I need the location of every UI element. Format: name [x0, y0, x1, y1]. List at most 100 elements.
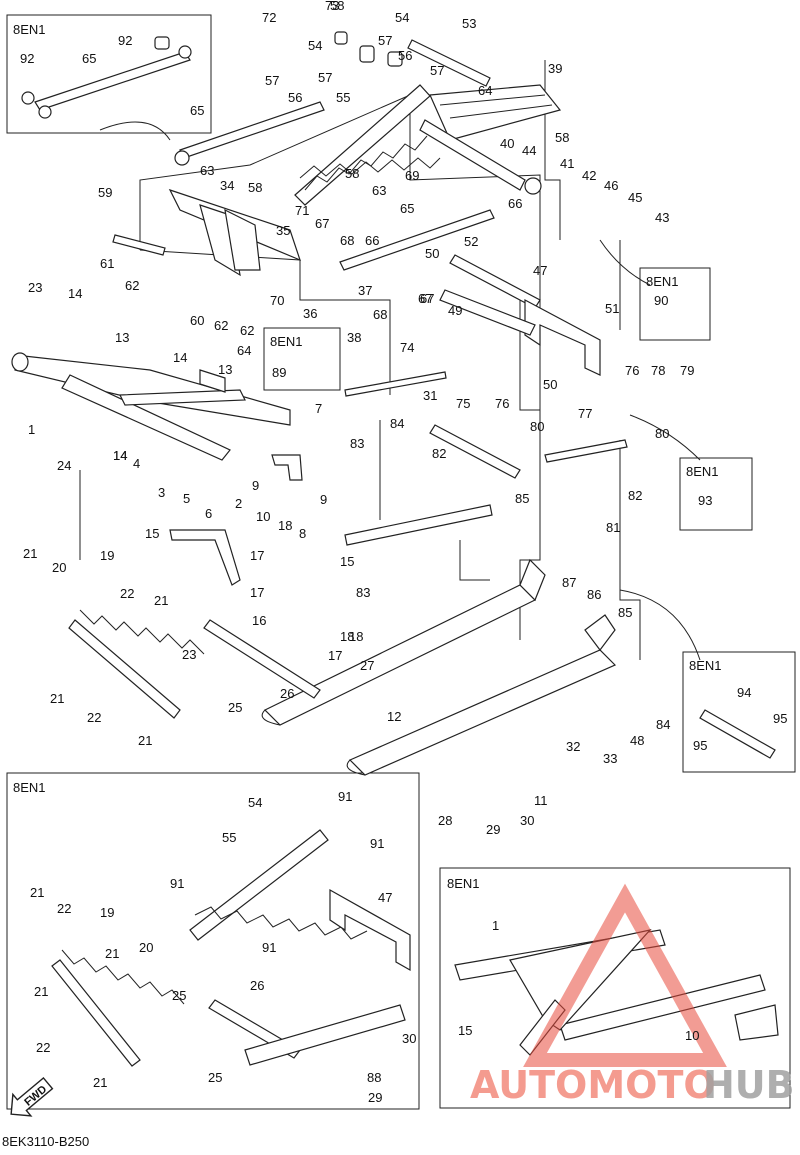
callout-44: 44	[522, 143, 536, 158]
callout-61: 61	[100, 256, 114, 271]
callout-36: 36	[303, 306, 317, 321]
callout-82: 82	[432, 446, 446, 461]
callout-18: 18	[278, 518, 292, 533]
callout-45: 45	[628, 190, 642, 205]
callout-58: 58	[345, 166, 359, 181]
callout-32: 32	[566, 739, 580, 754]
inset-box-title: 8EN1	[689, 658, 722, 673]
inset-box-title: 8EN1	[646, 274, 679, 289]
callout-54: 54	[395, 10, 409, 25]
callout-24: 24	[57, 458, 71, 473]
callout-94: 94	[737, 685, 751, 700]
callout-47: 47	[378, 890, 392, 905]
callout-23: 23	[182, 647, 196, 662]
callout-90: 90	[654, 293, 668, 308]
callout-64: 64	[478, 83, 492, 98]
callout-39: 39	[548, 61, 562, 76]
callout-27: 27	[360, 658, 374, 673]
callout-95: 95	[693, 738, 707, 753]
callout-22: 22	[57, 901, 71, 916]
inset-box-shaft-94: 8EN1	[682, 651, 796, 773]
callout-19: 19	[100, 548, 114, 563]
callout-9: 9	[320, 492, 327, 507]
callout-26: 26	[280, 686, 294, 701]
callout-28: 28	[438, 813, 452, 828]
callout-29: 29	[486, 822, 500, 837]
diagram-code: 8EK3110-B250	[2, 1134, 89, 1149]
callout-84: 84	[656, 717, 670, 732]
callout-14: 14	[113, 448, 127, 463]
callout-15: 15	[340, 554, 354, 569]
callout-76: 76	[495, 396, 509, 411]
callout-82: 82	[628, 488, 642, 503]
callout-21: 21	[93, 1075, 107, 1090]
callout-22: 22	[36, 1040, 50, 1055]
callout-80: 80	[530, 419, 544, 434]
callout-58: 58	[330, 0, 344, 13]
inset-box-title: 8EN1	[270, 334, 303, 349]
callout-91: 91	[338, 789, 352, 804]
callout-30: 30	[402, 1031, 416, 1046]
callout-21: 21	[23, 546, 37, 561]
callout-42: 42	[582, 168, 596, 183]
inset-box-title: 8EN1	[13, 780, 46, 795]
callout-58: 58	[248, 180, 262, 195]
callout-57: 57	[265, 73, 279, 88]
callout-53: 53	[462, 16, 476, 31]
callout-23: 23	[28, 280, 42, 295]
callout-85: 85	[515, 491, 529, 506]
callout-68: 68	[373, 307, 387, 322]
callout-12: 12	[387, 709, 401, 724]
callout-37: 37	[358, 283, 372, 298]
callout-88: 88	[367, 1070, 381, 1085]
callout-21: 21	[50, 691, 64, 706]
callout-80: 80	[655, 426, 669, 441]
callout-21: 21	[138, 733, 152, 748]
callout-15: 15	[145, 526, 159, 541]
callout-50: 50	[425, 246, 439, 261]
callout-65: 65	[400, 201, 414, 216]
callout-54: 54	[308, 38, 322, 53]
inset-box-shock-rear: 8EN1	[6, 772, 420, 1110]
callout-76: 76	[625, 363, 639, 378]
callout-83: 83	[356, 585, 370, 600]
callout-9: 9	[252, 478, 259, 493]
callout-57: 57	[318, 70, 332, 85]
callout-85: 85	[618, 605, 632, 620]
inset-box-collar-93: 8EN1	[679, 457, 753, 531]
callout-25: 25	[172, 988, 186, 1003]
callout-20: 20	[139, 940, 153, 955]
callout-66: 66	[365, 233, 379, 248]
callout-67: 67	[418, 291, 432, 306]
callout-13: 13	[218, 362, 232, 377]
callout-77: 77	[578, 406, 592, 421]
callout-43: 43	[655, 210, 669, 225]
callout-65: 65	[82, 51, 96, 66]
callout-51: 51	[605, 301, 619, 316]
callout-62: 62	[214, 318, 228, 333]
callout-46: 46	[604, 178, 618, 193]
callout-78: 78	[651, 363, 665, 378]
callout-75: 75	[456, 396, 470, 411]
callout-87: 87	[562, 575, 576, 590]
fwd-arrow: FWD	[10, 1076, 54, 1117]
callout-57: 57	[430, 63, 444, 78]
inset-box-title: 8EN1	[447, 876, 480, 891]
callout-33: 33	[603, 751, 617, 766]
callout-67: 67	[315, 216, 329, 231]
callout-69: 69	[405, 168, 419, 183]
callout-57: 57	[378, 33, 392, 48]
callout-34: 34	[220, 178, 234, 193]
callout-86: 86	[587, 587, 601, 602]
callout-8: 8	[299, 526, 306, 541]
callout-21: 21	[105, 946, 119, 961]
callout-62: 62	[125, 278, 139, 293]
callout-10: 10	[685, 1028, 699, 1043]
callout-5: 5	[183, 491, 190, 506]
callout-68: 68	[340, 233, 354, 248]
callout-18: 18	[349, 629, 363, 644]
callout-60: 60	[190, 313, 204, 328]
callout-1: 1	[28, 422, 35, 437]
callout-65: 65	[190, 103, 204, 118]
